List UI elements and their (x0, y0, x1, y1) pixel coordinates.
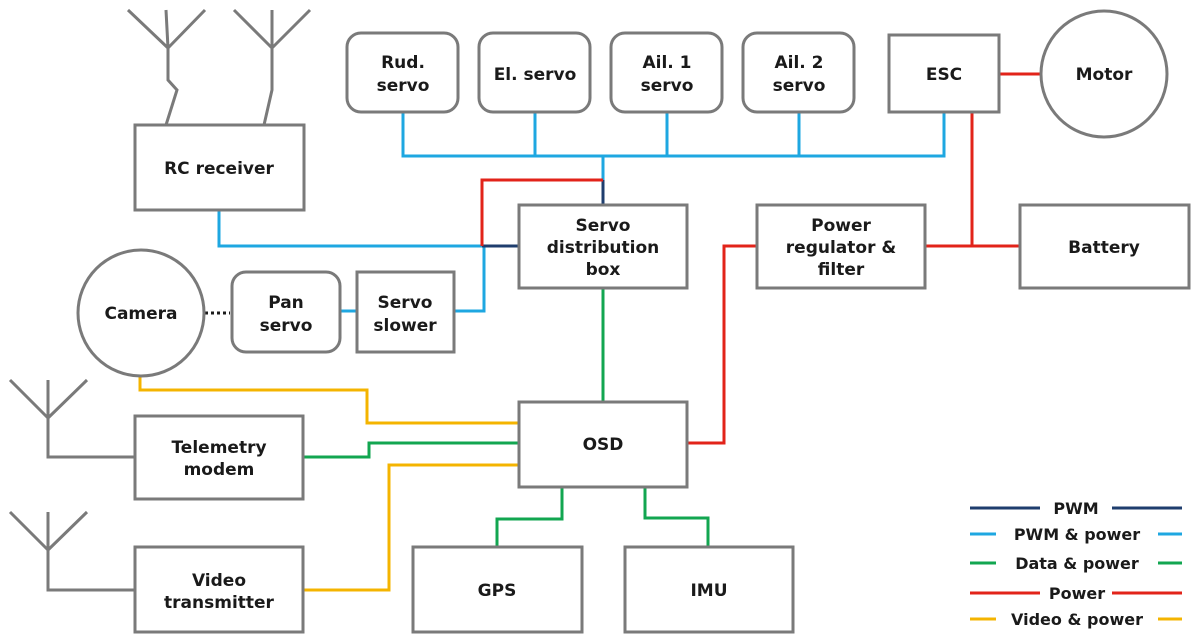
pan-servo-label-2: servo (260, 316, 313, 336)
ail1-servo-label-1: Ail. 1 (642, 53, 691, 73)
ail2-servo: Ail. 2 servo (741, 31, 856, 114)
wire-osd-gps (495, 487, 564, 547)
rc-antenna-right-icon (232, 8, 312, 126)
wire-rc-to-distribution (217, 210, 482, 248)
ail2-servo-label-2: servo (773, 76, 826, 96)
telemetry-antenna-icon (8, 378, 135, 459)
telemetry-modem: Telemetry modem (133, 414, 305, 501)
gps: GPS (411, 545, 584, 634)
motor-label: Motor (1076, 65, 1133, 85)
servo-distribution-box: Servo distribution box (517, 203, 689, 290)
esc: ESC (887, 33, 1001, 114)
rud-servo: Rud. servo (345, 31, 460, 114)
video-transmitter: Video transmitter (133, 545, 305, 634)
legend-data-power-label: Data & power (1015, 554, 1139, 573)
servo-distribution-label-2: distribution (547, 238, 659, 258)
servo-slower-label-2: slower (373, 316, 437, 336)
antennas (8, 8, 312, 592)
rc-receiver-label: RC receiver (164, 159, 274, 179)
rc-receiver: RC receiver (133, 123, 306, 212)
wire-power-esc-battery (970, 112, 1020, 248)
ail1-servo: Ail. 1 servo (609, 31, 724, 114)
legend-power-label: Power (1049, 584, 1105, 603)
servo-distribution-label-1: Servo (576, 216, 631, 236)
telemetry-modem-label-1: Telemetry (171, 438, 266, 458)
rud-servo-label-1: Rud. (381, 53, 425, 73)
rud-servo-label-2: servo (377, 76, 430, 96)
el-servo: El. servo (477, 31, 592, 114)
servo-slower: Servo slower (355, 270, 456, 354)
osd: OSD (517, 400, 689, 489)
power-regulator-label-3: filter (818, 260, 865, 280)
legend-pwm-label: PWM (1053, 499, 1098, 518)
esc-label: ESC (926, 65, 962, 85)
wire-distribution-to-slower (454, 246, 486, 313)
motor: Motor (1039, 9, 1169, 139)
camera-label: Camera (104, 304, 177, 324)
legend-video-power-label: Video & power (1011, 610, 1143, 629)
legend-item-power: Power (970, 584, 1182, 603)
wires (138, 72, 1043, 592)
legend-item-pwm-power: PWM & power (970, 525, 1182, 544)
wire-telemetry-osd (303, 441, 519, 459)
imu-label: IMU (690, 581, 727, 601)
telemetry-modem-label-2: modem (184, 460, 255, 480)
ail1-servo-label-2: servo (641, 76, 694, 96)
pan-servo: Pan servo (230, 270, 342, 354)
legend-item-pwm: PWM (970, 499, 1182, 518)
power-regulator-label-2: regulator & (786, 238, 897, 258)
legend-item-video-power: Video & power (970, 610, 1182, 629)
wire-osd-imu (643, 487, 710, 547)
camera: Camera (76, 248, 206, 378)
power-regulator: Power regulator & filter (755, 203, 927, 290)
servo-distribution-label-3: box (586, 260, 621, 280)
wire-camera-osd (138, 372, 519, 425)
pan-servo-label-1: Pan (268, 293, 304, 313)
wire-power-regulator-osd (687, 244, 757, 445)
wire-servo-bus (401, 112, 946, 158)
video-transmitter-label-2: transmitter (164, 593, 275, 613)
power-regulator-label-1: Power (811, 216, 871, 236)
servo-slower-label-1: Servo (378, 293, 433, 313)
battery-label: Battery (1068, 238, 1140, 258)
video-antenna-icon (8, 510, 135, 592)
gps-label: GPS (478, 581, 517, 601)
wire-power-distribution (480, 178, 603, 246)
battery: Battery (1018, 203, 1191, 290)
el-servo-label: El. servo (494, 65, 577, 85)
video-transmitter-label-1: Video (192, 571, 246, 591)
ail2-servo-label-1: Ail. 2 (774, 53, 823, 73)
legend: PWM PWM & power Data & power Power Video… (970, 499, 1182, 629)
legend-item-data-power: Data & power (970, 554, 1182, 573)
wire-vtx-osd (303, 463, 519, 592)
rc-antenna-left-icon (126, 8, 207, 126)
imu: IMU (623, 545, 795, 634)
legend-pwm-power-label: PWM & power (1014, 525, 1140, 544)
osd-label: OSD (583, 435, 624, 455)
